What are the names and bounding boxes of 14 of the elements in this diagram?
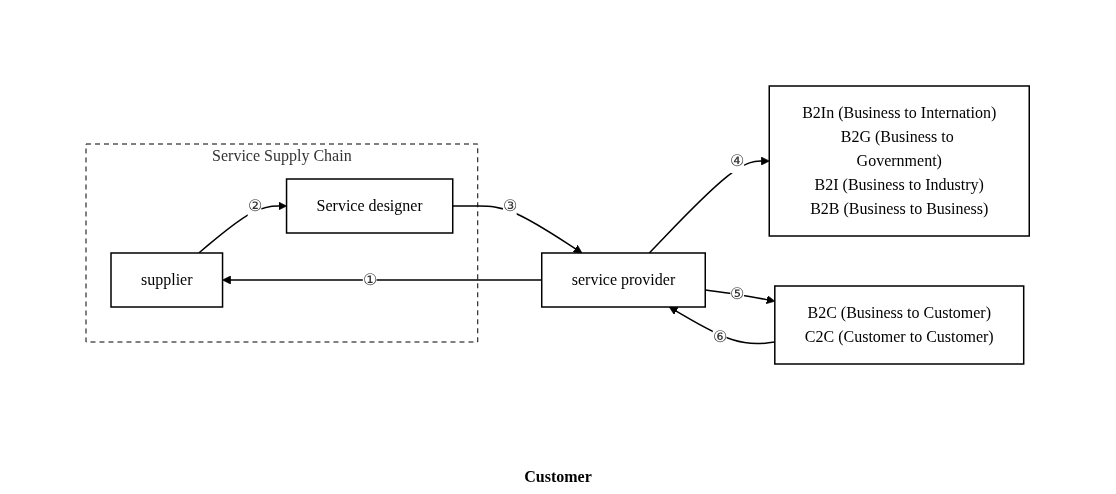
node-box: B2In (Business to Internation) B2G (Business to Government) B2I (Business to Industry) B2B (Business to Business)	[768, 85, 1031, 237]
edge-label: ④	[730, 152, 745, 169]
arrow	[669, 306, 776, 345]
arrow	[222, 275, 543, 285]
customer-label: Customer	[524, 468, 592, 485]
edge-label: ⑥	[713, 327, 727, 345]
edge-label: ①	[363, 271, 378, 288]
node-box: B2C (Business to Customer) C2C (Customer to Customer)	[774, 285, 1025, 365]
edge-label: ⑤	[730, 285, 745, 302]
edge-label: ③	[503, 197, 518, 214]
node-box: service provider	[541, 252, 707, 308]
node-box: Service designer	[286, 178, 454, 234]
edge-label: ②	[247, 197, 262, 214]
node-box: supplier	[110, 252, 224, 308]
